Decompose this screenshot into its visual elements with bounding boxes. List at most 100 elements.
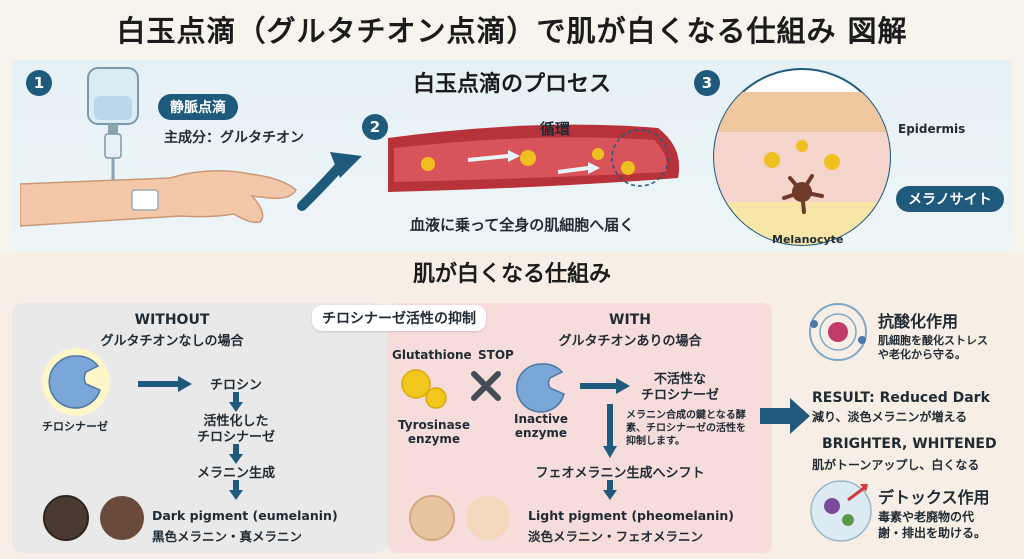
- with-title: WITH: [609, 312, 651, 328]
- down-arrow-icon: [229, 480, 243, 500]
- flow-arrow-icon: [557, 166, 589, 174]
- with-subtitle: グルタチオンありの場合: [558, 334, 702, 349]
- melanocyte-tag: メラノサイト: [896, 186, 1004, 212]
- result-arrow-icon: [760, 398, 810, 434]
- stop-cross-icon: [471, 371, 501, 401]
- antioxidant-icon: [809, 303, 867, 361]
- light-pigment-jp: 淡色メラニン・フェオメラニン: [528, 529, 704, 544]
- note-line-2: 素、チロシナーゼの活性を: [626, 423, 746, 434]
- toxin-particle: [824, 498, 840, 514]
- dark-pigment-label: Dark pigment (eumelanin): [152, 508, 338, 523]
- antioxidant-line-2: や老化から守る。: [878, 348, 966, 361]
- light-granule: [409, 495, 455, 541]
- tyrosinase-enzyme-1: Tyrosinase: [398, 418, 470, 432]
- epidermis-layer: [714, 92, 890, 132]
- down-arrow-icon: [229, 392, 243, 412]
- melanocyte-label: Melanocyte: [772, 233, 844, 246]
- process-title: 白玉点滴のプロセス: [412, 72, 611, 97]
- main-ingredient-label: 主成分：グルタチオン: [164, 130, 304, 146]
- iv-drip-illustration: [20, 67, 340, 227]
- antioxidant-title: 抗酸化作用: [878, 312, 959, 331]
- detox-cell: [810, 480, 872, 542]
- blood-vessel-illustration: [388, 124, 680, 192]
- note-line-1: メラニン合成の鍵となる酵: [626, 410, 746, 421]
- without-subtitle: グルタチオンなしの場合: [100, 334, 244, 349]
- light-sphere: [466, 496, 510, 540]
- expel-arrow-icon: [847, 486, 865, 502]
- drip-chamber: [104, 133, 122, 159]
- tyrosinase-label: チロシナーゼ: [42, 420, 108, 433]
- page-title: 白玉点滴（グルタチオン点滴）で肌が白くなる仕組み 図解: [116, 14, 908, 48]
- iv-tape: [131, 189, 159, 211]
- melanocyte-cell: [792, 182, 812, 202]
- circulation-label: 循環: [540, 120, 571, 138]
- note-line-3: 抑制します。: [626, 436, 685, 447]
- orbit-ring: [809, 303, 867, 361]
- glutathione-particle: [621, 161, 635, 175]
- tyrosinase-enzyme-icon: [42, 348, 110, 416]
- nucleus: [828, 322, 848, 342]
- inactive-enzyme-1: Inactive: [513, 412, 569, 426]
- inhibition-illustration: [401, 363, 565, 413]
- detox-line-2: 謝・排出を助ける。: [878, 526, 987, 540]
- detox-icon: [810, 480, 872, 542]
- stop-label: STOP: [478, 348, 514, 362]
- right-arrow-icon: [580, 378, 630, 394]
- dark-granule: [43, 495, 89, 541]
- flow-arrow-icon: [467, 154, 509, 162]
- tyrosinase-enzyme-2: enzyme: [407, 432, 461, 446]
- enzyme-body: [48, 355, 101, 409]
- dark-pigment-jp: 黒色メラニン・真メラニン: [152, 529, 303, 544]
- step-3-number: 3: [694, 70, 720, 96]
- inhibition-tag: チロシナーゼ活性の抑制: [312, 305, 486, 331]
- glutathione-particle: [824, 154, 840, 170]
- flow-arrow-head: [588, 162, 600, 174]
- light-pigment-label: Light pigment (pheomelanin): [528, 508, 734, 523]
- arrow-head-icon: [330, 152, 362, 178]
- inactive-jp-2: チロシナーゼ: [640, 388, 719, 403]
- glutathione-particle: [592, 148, 604, 160]
- pheomelanin-shift-label: フェオメラニン生成へシフト: [535, 466, 705, 481]
- detox-title: デトックス作用: [878, 488, 990, 507]
- epidermis-label: Epidermis: [898, 122, 966, 136]
- glutathione-particle: [421, 157, 435, 171]
- step-2-number: 2: [362, 114, 388, 140]
- iv-port: [108, 124, 118, 134]
- electron: [858, 336, 866, 344]
- activated-label-2: チロシナーゼ: [196, 430, 275, 445]
- result-title: RESULT: Reduced Dark: [812, 390, 990, 406]
- glutathione-molecule: [425, 387, 447, 409]
- glutathione-particle: [796, 140, 808, 152]
- glutathione-molecule: [401, 369, 431, 399]
- activated-label-1: 活性化した: [203, 414, 269, 429]
- light-melanin-icon: [409, 495, 510, 541]
- down-arrow-icon: [603, 480, 617, 500]
- circulation-caption: 血液に乗って全身の肌細胞へ届く: [410, 216, 635, 234]
- detox-line-1: 毒素や老廃物の代: [878, 510, 975, 524]
- expel-arrow-head: [860, 484, 868, 492]
- step-1-number: 1: [26, 70, 52, 96]
- mechanism-title: 肌が白くなる仕組み: [412, 262, 611, 287]
- flow-arrow-head: [508, 150, 520, 162]
- glutathione-label: Glutathione: [392, 348, 472, 362]
- zoom-circle: [611, 129, 669, 187]
- inactive-enzyme-2: enzyme: [514, 426, 568, 440]
- melanin-production-label: メラニン生成: [196, 466, 275, 481]
- tyrosine-label: チロシン: [209, 378, 262, 393]
- inactive-jp-1: 不活性な: [653, 372, 706, 387]
- iv-fluid: [94, 96, 132, 120]
- result-subtitle: 減り、淡色メラニンが増える: [812, 410, 968, 424]
- orbit-ring: [819, 313, 857, 351]
- brighter-title: BRIGHTER, WHITENED: [822, 436, 997, 452]
- down-arrow-icon: [229, 444, 243, 464]
- right-arrow-icon: [138, 376, 192, 392]
- inactive-enzyme-icon: [516, 363, 565, 413]
- dark-melanin-icon: [43, 495, 144, 541]
- iv-tag: 静脈点滴: [158, 94, 238, 120]
- toxin-particle: [842, 514, 854, 526]
- electron: [810, 320, 818, 328]
- without-title: WITHOUT: [134, 312, 210, 328]
- dark-sphere: [100, 496, 144, 540]
- glutathione-particle: [520, 150, 536, 166]
- skin-cross-section: [713, 68, 891, 246]
